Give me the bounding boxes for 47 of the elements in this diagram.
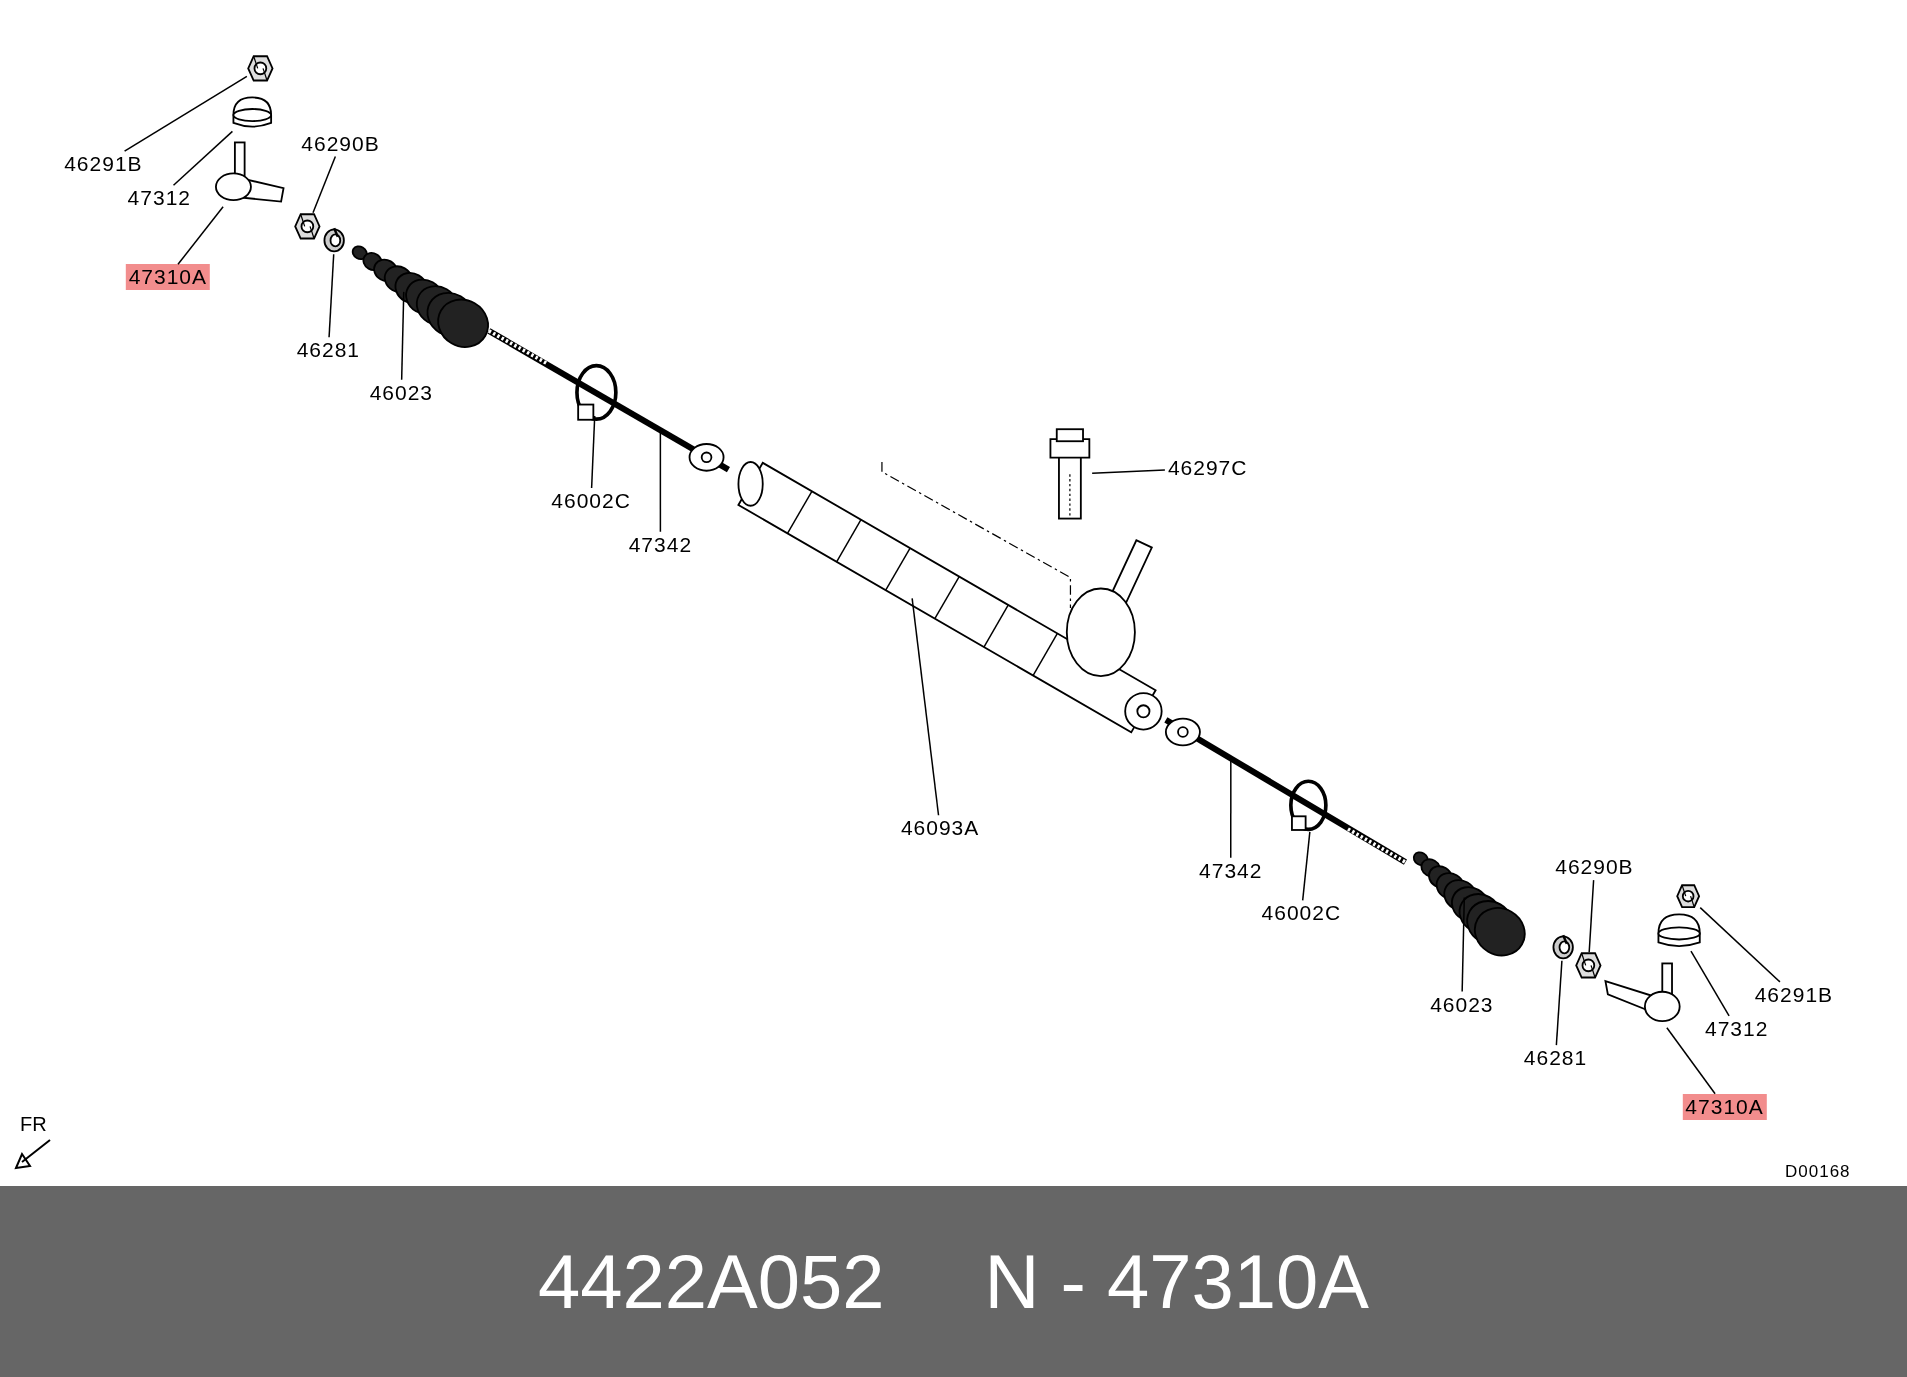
nut-drawing [294,212,322,240]
direction-label: FR [20,1112,47,1136]
part-number: 46023 [1427,991,1497,1018]
part-number: 47312 [1702,1015,1772,1042]
leader-line [172,130,234,186]
part-number: 47312 [124,185,194,212]
nut-drawing [1574,952,1602,980]
leader-line [177,206,224,266]
part-number: 46297C [1164,455,1251,482]
leader-line [1555,960,1563,1046]
leader-line [400,291,405,381]
leader-line [1091,469,1166,475]
part-number: 46093A [897,815,983,842]
part-number: 47310A [125,264,211,291]
leader-line [312,155,337,214]
part-number: 47342 [625,531,696,558]
part-number: 46291B [1751,981,1837,1008]
part-number: 46281 [1520,1045,1591,1072]
part-code: 4422A052 [538,1237,885,1326]
part-number: 46002C [548,488,634,515]
part-number: 47310A [1682,1093,1767,1120]
drawing-code: D00168 [1785,1162,1851,1182]
part-number: 46290B [1552,854,1637,881]
leader-line [1666,1026,1716,1095]
nut-drawing [1675,884,1701,909]
leader-line [1699,906,1781,983]
clip-drawing [322,227,347,255]
leader-line [1588,879,1595,954]
leader-line [590,415,596,489]
part-number: 47342 [1196,857,1266,884]
clip-drawing [1550,934,1575,961]
part-number: 46002C [1258,900,1345,927]
part-number: 46023 [366,379,437,406]
part-number: 46290B [298,130,383,157]
leader-line [1690,950,1730,1017]
part-number: 46281 [293,337,364,364]
nut-drawing [246,54,274,82]
leader-line [328,253,335,338]
leader-line [1301,831,1311,902]
bolt-drawing [1048,428,1093,521]
part-code: N - 47310A [984,1237,1369,1326]
leader-line [911,597,940,816]
leader-line [1461,896,1466,993]
steering-gear-drawing [735,462,1162,736]
part-number: 46291B [61,151,146,178]
bellows-boot-drawing [1410,848,1527,959]
leader-line [123,75,248,152]
